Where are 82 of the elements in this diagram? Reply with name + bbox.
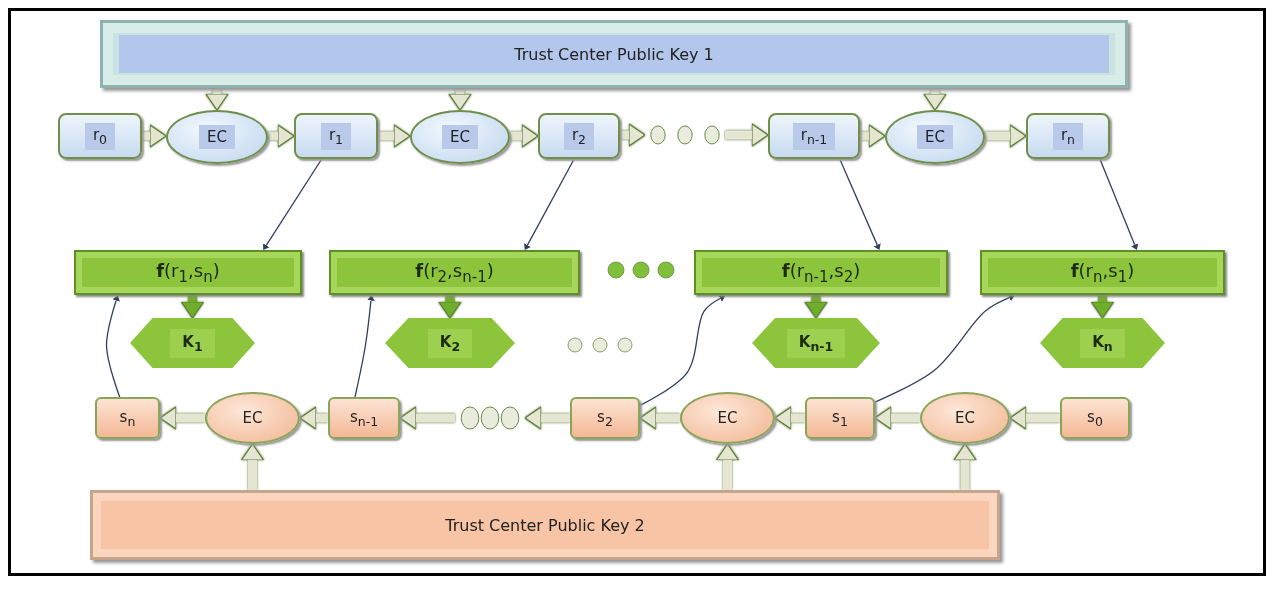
node-label: EC: [442, 125, 478, 149]
node-label: s$_{1}$: [832, 407, 848, 429]
node-label: EC: [955, 409, 975, 427]
node-label: EC: [199, 125, 235, 149]
block-arrow: [860, 124, 886, 148]
node-label: s$_{2}$: [597, 407, 613, 429]
block-arrow: [268, 124, 295, 148]
block-arrow: [299, 406, 328, 430]
block-arrow: [953, 443, 977, 490]
block-arrow: [399, 406, 455, 430]
block-arrow: [240, 443, 265, 490]
block-arrow: [725, 123, 769, 147]
node-label: s$_{0}$: [1087, 407, 1103, 429]
block-arrow: [378, 124, 411, 148]
ec-ellipse: [166, 110, 268, 164]
block-arrow: [205, 88, 229, 111]
value-box: [58, 113, 142, 159]
node-label: s$_{n}$: [119, 407, 136, 429]
block-arrow: [142, 124, 167, 148]
value-box: [538, 113, 620, 159]
value-box: [768, 113, 860, 159]
value-box: [1026, 113, 1110, 159]
block-arrow: [620, 123, 646, 147]
connector-arrow: [1099, 158, 1139, 250]
node-label: r$_{n-1}$: [792, 122, 836, 150]
key-banner: [90, 490, 1000, 560]
function-box: [74, 250, 302, 295]
node-label: Trust Center Public Key 1: [119, 35, 1109, 73]
ec-ellipse: [920, 392, 1010, 444]
node-label: K$_{n}$: [1080, 328, 1125, 358]
node-label: f(r$_{n-1}$,s$_{2}$): [781, 259, 861, 286]
connector-arrow: [874, 294, 1015, 403]
value-box: [805, 397, 875, 439]
block-arrow: [985, 124, 1027, 148]
node-label: K$_{n-1}$: [786, 328, 846, 358]
node-label: r$_{2}$: [563, 122, 595, 150]
value-box: [95, 397, 160, 439]
connector-arrow: [524, 158, 575, 250]
value-box: [1060, 397, 1130, 439]
ec-ellipse: [680, 392, 775, 444]
block-arrow: [639, 406, 680, 430]
block-arrow: [1090, 295, 1115, 319]
block-arrow: [1009, 406, 1060, 430]
block-arrow: [874, 406, 920, 430]
ec-ellipse: [205, 392, 300, 444]
node-label: K$_{1}$: [170, 328, 215, 358]
key-banner: [100, 20, 1128, 88]
node-label: f(r$_{2}$,s$_{n-1}$): [415, 259, 494, 286]
node-label: r$_{0}$: [84, 122, 116, 150]
block-arrow: [180, 295, 205, 319]
ec-ellipse: [410, 110, 510, 164]
node-label: f(r$_{n}$,s$_{1}$): [1070, 259, 1135, 286]
connector-arrow: [354, 295, 375, 398]
connector-arrow: [639, 295, 726, 407]
node-label: EC: [717, 409, 738, 427]
value-box: [570, 397, 640, 439]
value-box: [328, 397, 400, 439]
node-label: Trust Center Public Key 2: [445, 515, 645, 535]
block-arrow: [715, 443, 740, 490]
function-box: [980, 250, 1225, 295]
ec-ellipse: [885, 110, 985, 164]
block-arrow: [524, 406, 570, 430]
function-box: [329, 250, 580, 295]
node-label: K$_{2}$: [427, 328, 473, 358]
node-label: r$_{n}$: [1052, 122, 1084, 150]
connector-arrow: [263, 158, 323, 250]
block-arrow: [923, 88, 947, 111]
connector-arrow: [105, 295, 121, 398]
node-label: s$_{n-1}$: [349, 407, 379, 429]
block-arrow: [438, 295, 462, 319]
function-box: [694, 250, 948, 295]
block-arrow: [774, 406, 805, 430]
block-arrow: [510, 124, 539, 148]
block-arrow: [448, 88, 472, 111]
node-label: f(r$_{1}$,s$_{n}$): [156, 259, 220, 286]
value-box: [294, 113, 378, 159]
block-arrow: [159, 406, 205, 430]
connector-arrow: [839, 158, 881, 250]
block-arrow: [804, 295, 828, 319]
node-label: EC: [242, 409, 263, 427]
node-label: EC: [917, 125, 953, 149]
node-label: r$_{1}$: [320, 122, 352, 150]
